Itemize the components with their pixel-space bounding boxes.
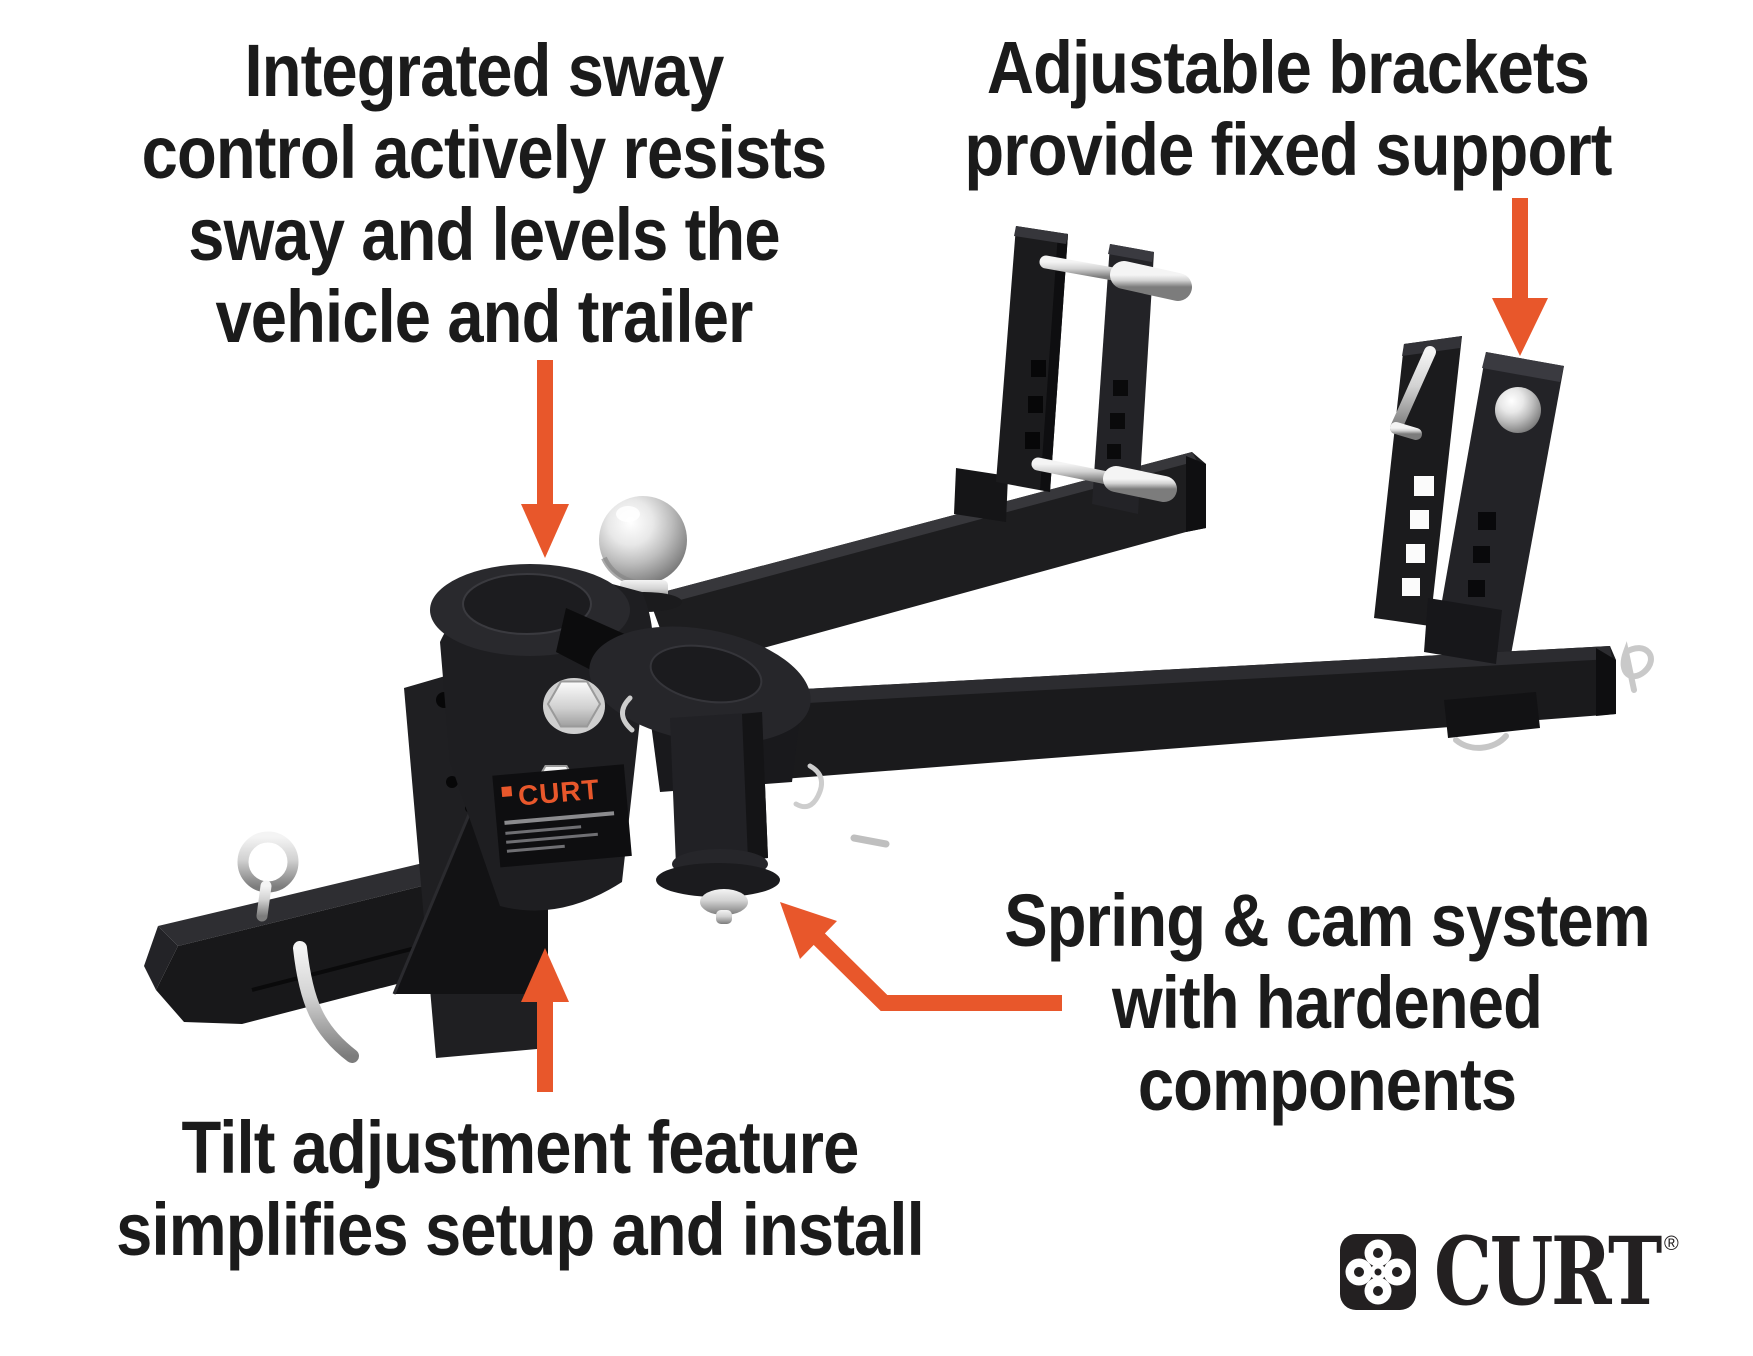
callout-spring-cam: Spring & cam system with hardened compon… (843, 880, 1753, 1126)
callout-line: Spring & cam system (1004, 879, 1650, 962)
registered-trademark-symbol: ® (1664, 1233, 1679, 1255)
cotter-pin-left (620, 695, 635, 733)
callout-line: provide fixed support (964, 108, 1612, 191)
weight-distribution-hitch: CURT (144, 226, 1654, 1063)
elbow-arrow-icon (780, 902, 1062, 1011)
lower-spring-arm (748, 646, 1616, 780)
upper-spring-arm (648, 452, 1206, 672)
callout-line: components (1137, 1043, 1517, 1126)
bracket-rods (1031, 255, 1192, 502)
hitch-pin (237, 831, 359, 1063)
callout-line: simplifies setup and install (116, 1188, 925, 1271)
callout-line: vehicle and trailer (215, 275, 753, 358)
callout-sway-control: Integrated sway control actively resists… (0, 30, 968, 358)
product-label-brand-text: CURT (517, 774, 601, 812)
near-adjustable-bracket (954, 226, 1192, 522)
trailer-ball (599, 496, 687, 612)
callout-line: control actively resists (141, 111, 828, 194)
up-arrow-icon (521, 948, 569, 1092)
callout-line: sway and levels the (188, 193, 780, 276)
cotter-pin-right (793, 763, 825, 810)
callout-tilt-adjustment: Tilt adjustment feature simplifies setup… (36, 1107, 1004, 1271)
spring-cam-unit (656, 712, 780, 924)
arm-end-clip (1620, 641, 1654, 693)
far-bracket-foot (1424, 598, 1540, 751)
callout-adjustable-brackets: Adjustable brackets provide fixed suppor… (804, 27, 1753, 191)
callout-line: Adjustable brackets (986, 26, 1590, 109)
callout-line: Tilt adjustment feature (181, 1106, 860, 1189)
callout-line: Integrated sway (244, 29, 725, 112)
curt-logo: CURT ® (1340, 1217, 1679, 1327)
product-label: CURT (492, 764, 632, 868)
far-adjustable-bracket (1374, 336, 1564, 660)
curt-wordmark: CURT (1434, 1217, 1662, 1327)
down-arrow-icon (521, 360, 569, 558)
curt-clover-icon (1340, 1234, 1416, 1310)
callout-line: with hardened (1112, 961, 1543, 1044)
annotation-arrows (521, 198, 1548, 1092)
hitch-head-assembly: CURT (392, 496, 890, 1058)
down-arrow-icon (1492, 198, 1548, 356)
